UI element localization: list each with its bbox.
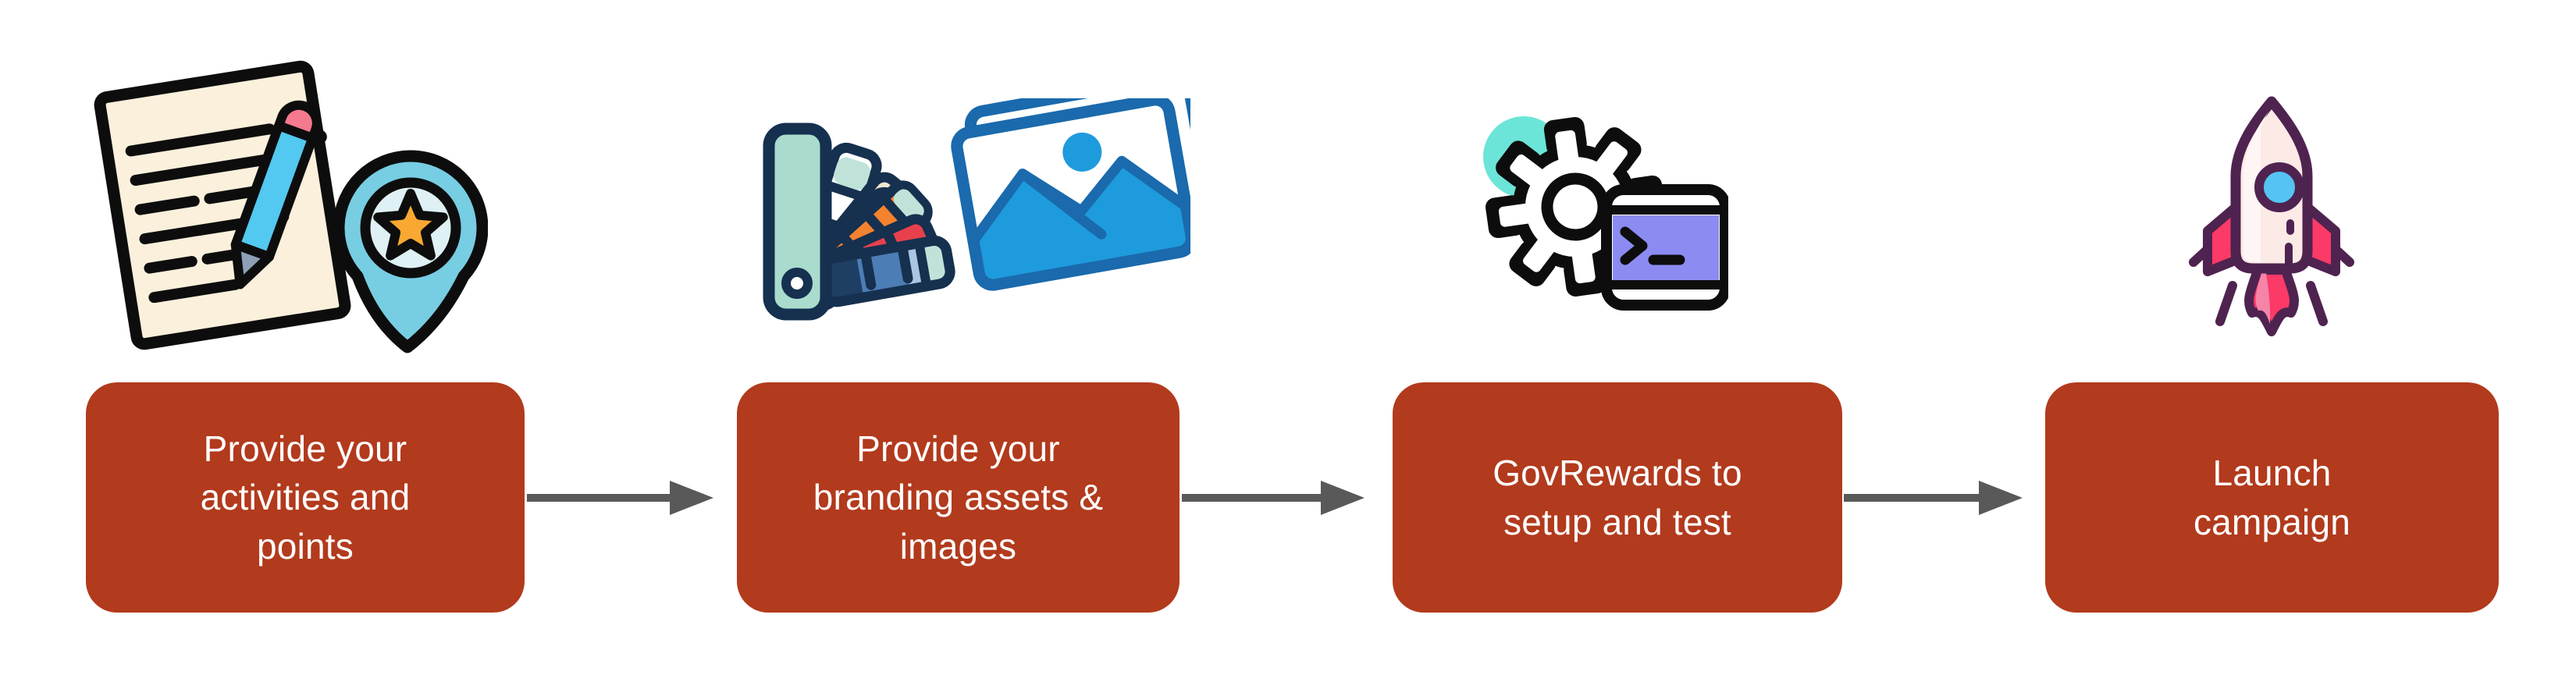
step-4-label: Launch campaign xyxy=(2193,453,2351,542)
document-pencil-and-star-pin-icon xyxy=(94,60,489,353)
rocket-icon xyxy=(2189,96,2354,336)
step-2-illustration xyxy=(761,71,1218,337)
connector-arrow-1 xyxy=(527,494,670,502)
swatch-holder xyxy=(763,123,832,321)
step-2-label: Provide your branding assets & images xyxy=(813,428,1104,567)
step-1-illustration xyxy=(94,53,489,353)
step-3-label: GovRewards to setup and test xyxy=(1493,453,1742,542)
gear-and-terminal-icon xyxy=(1483,116,1731,311)
sun-icon xyxy=(1062,132,1102,172)
color-swatch-fan-icon xyxy=(763,123,955,321)
step-3-box: GovRewards to setup and test xyxy=(1393,382,1842,613)
color-swatch-fan-and-photos-icon xyxy=(763,71,1218,321)
connector-arrow-3 xyxy=(1844,494,1979,502)
document-icon xyxy=(94,60,351,350)
star-icon xyxy=(373,189,448,261)
connector-arrow-2 xyxy=(1182,494,1321,502)
step-4-box: Launch campaign xyxy=(2045,382,2499,613)
gear-icon xyxy=(1485,117,1665,297)
star-location-pin-icon xyxy=(333,150,489,353)
connector-arrow-2-head-icon xyxy=(1321,481,1364,515)
step-2-box: Provide your branding assets & images xyxy=(737,382,1179,613)
step-1-box: Provide your activities and points xyxy=(86,382,525,613)
photos-icon xyxy=(951,71,1218,291)
pencil-icon xyxy=(230,100,322,289)
porthole-window xyxy=(2254,162,2304,212)
step-4-illustration xyxy=(2184,89,2359,346)
rocket-body xyxy=(2230,96,2313,274)
step-3-illustration xyxy=(1483,113,1731,312)
connector-arrow-1-head-icon xyxy=(670,481,713,515)
connector-arrow-3-head-icon xyxy=(1979,481,2023,515)
step-1-label: Provide your activities and points xyxy=(200,428,411,567)
prompt-chevron xyxy=(1620,226,1648,265)
flame xyxy=(2244,265,2299,336)
terminal-icon xyxy=(1601,184,1731,311)
